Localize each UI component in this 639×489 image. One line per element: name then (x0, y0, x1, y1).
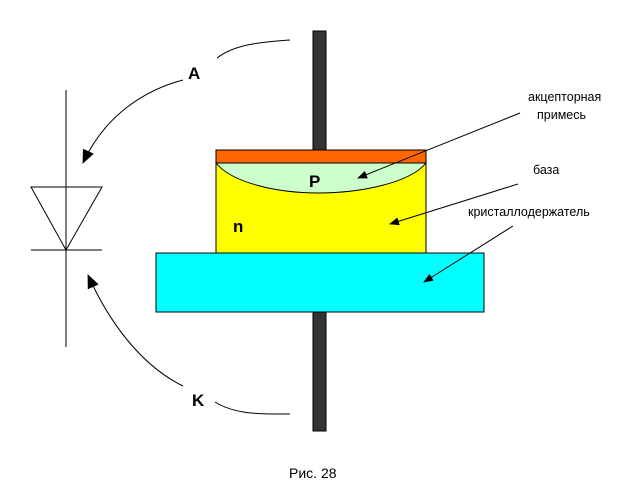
cathode-label: K (192, 391, 205, 410)
n-label: n (233, 217, 243, 236)
p-region (214, 162, 428, 194)
diode-symbol (30, 90, 103, 347)
anode-arrow (82, 79, 184, 164)
top-contact (215, 149, 427, 164)
holder-label: кристаллодержатель (468, 205, 590, 219)
acceptor-label-line1: акцепторная (528, 90, 601, 104)
crystal-holder (155, 252, 485, 313)
base-arrow (389, 183, 519, 226)
acceptor-label-line2: примесь (537, 108, 586, 122)
base-label: база (533, 163, 559, 177)
anode-leader (216, 39, 291, 59)
figure-caption: Рис. 28 (289, 465, 337, 481)
symbol-triangle (30, 186, 103, 252)
anode-label: A (188, 64, 200, 83)
p-label: P (309, 172, 320, 191)
cathode-leader (214, 401, 291, 415)
acceptor-arrow (357, 112, 521, 179)
cathode-arrow (87, 274, 184, 387)
holder-arrow (423, 225, 514, 283)
